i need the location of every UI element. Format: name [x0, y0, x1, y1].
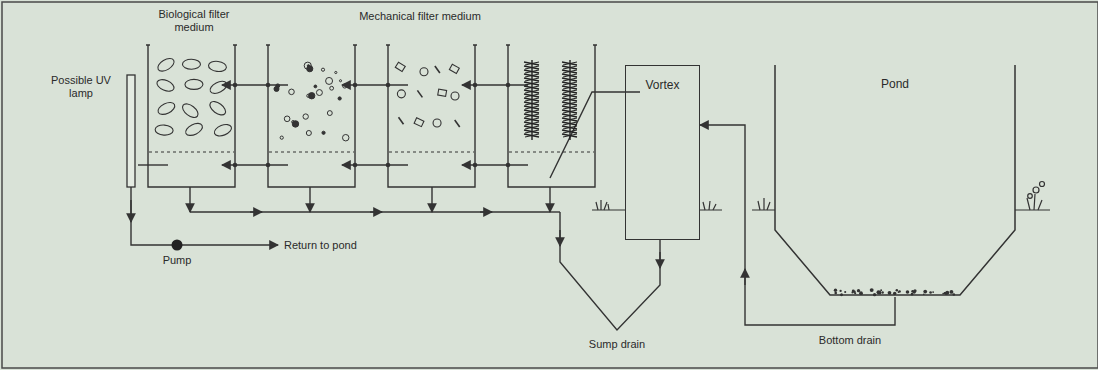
flow-arrow: [744, 269, 745, 285]
diagram-label: Return to pond: [284, 239, 384, 252]
filter-chambers: [146, 45, 597, 187]
diagram-label: Possible UV lamp: [48, 74, 114, 100]
pond-basin: Pond: [775, 65, 1015, 297]
pond-outline: [775, 65, 1015, 297]
filter-media: [155, 56, 955, 296]
diagram-label: Sump drain: [572, 338, 662, 351]
filter-grids: [149, 152, 594, 153]
pipe-joints: [233, 83, 511, 168]
uv-lamp: [127, 75, 278, 251]
diagram-label: Bottom drain: [800, 334, 900, 347]
node-label: Pond: [775, 77, 1015, 91]
pump-symbol: [172, 240, 183, 251]
diagram-label: Mechanical filter medium: [330, 10, 510, 23]
diagram-label: Pump: [157, 254, 197, 267]
drain-pipes: [190, 187, 660, 330]
vortex-tank: Vortex: [625, 65, 700, 240]
node-label: Vortex: [626, 78, 699, 92]
diagram-label: Biological filter medium: [150, 8, 238, 34]
transfer-pipes: [138, 85, 640, 178]
ground-lines: [592, 182, 1050, 211]
